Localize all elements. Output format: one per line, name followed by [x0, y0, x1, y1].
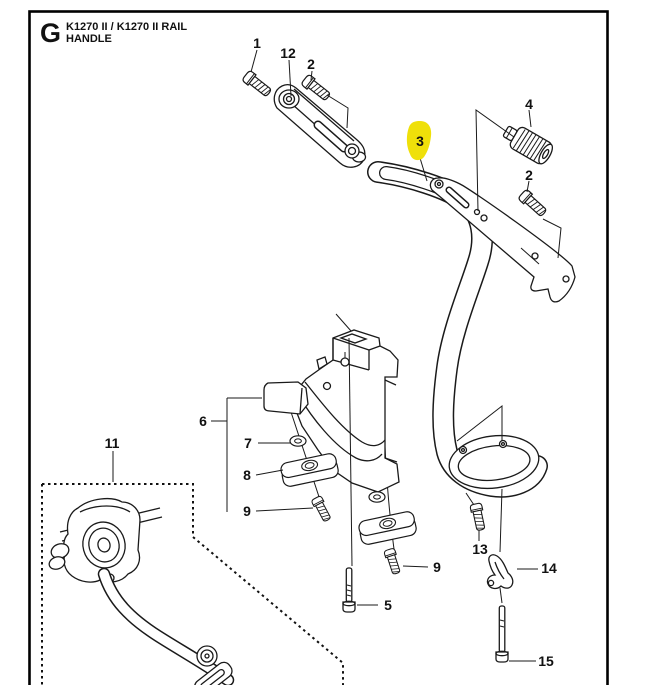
part-1-screw — [241, 69, 274, 99]
callout-11[interactable]: 11 — [105, 435, 120, 451]
washer-right — [368, 491, 386, 503]
part-7-washer — [289, 435, 307, 447]
part-4-threaded-knob — [502, 125, 554, 165]
part-11-dashed-outline — [41, 483, 344, 685]
callout-13[interactable]: 13 — [472, 541, 488, 557]
handle-foot-pad — [448, 404, 540, 604]
part-8-pad-left — [279, 451, 341, 489]
callout-5[interactable]: 5 — [384, 597, 392, 613]
part-13-screw — [469, 502, 488, 532]
callout-1[interactable]: 1 — [253, 35, 261, 51]
callout-2-right[interactable]: 2 — [525, 167, 533, 183]
callout-9-left[interactable]: 9 — [243, 503, 251, 519]
axis-bolt5 — [348, 337, 353, 567]
callout-6[interactable]: 6 — [199, 413, 207, 429]
callout-14[interactable]: 14 — [541, 560, 557, 576]
page-border-frame — [28, 10, 609, 685]
callout-7[interactable]: 7 — [244, 435, 252, 451]
part-12-link-bracket — [273, 84, 367, 168]
diagram-header: G K1270 II / K1270 II RAIL HANDLE — [40, 18, 187, 48]
callout-4[interactable]: 4 — [525, 96, 533, 112]
callout-3-highlighted[interactable]: 3 — [416, 133, 424, 149]
part-15-bolt — [495, 605, 509, 663]
part-14-clamp-hook — [486, 554, 514, 590]
diagram-title-line2: HANDLE — [66, 33, 112, 45]
callout-9-right[interactable]: 9 — [433, 559, 441, 575]
part-2-screw-right — [517, 188, 549, 219]
callout-8[interactable]: 8 — [243, 467, 251, 483]
part-6-mounting-bracket — [263, 329, 400, 493]
section-letter: G — [40, 18, 61, 48]
part-11-throttle-assembly — [48, 497, 235, 685]
callout-leader-lines — [112, 49, 562, 662]
part-9-screw-right — [383, 547, 403, 576]
part-5-bolt — [342, 567, 356, 613]
diagram-title-line1: K1270 II / K1270 II RAIL — [66, 21, 187, 33]
part-9-screw-left — [310, 494, 333, 524]
callout-2-top[interactable]: 2 — [307, 56, 315, 72]
highlight-marker-3[interactable] — [406, 121, 432, 161]
part-8-pad-right — [357, 509, 419, 547]
callout-12[interactable]: 12 — [280, 45, 296, 61]
callout-15[interactable]: 15 — [538, 653, 554, 669]
handle-mount-plate — [429, 177, 576, 303]
